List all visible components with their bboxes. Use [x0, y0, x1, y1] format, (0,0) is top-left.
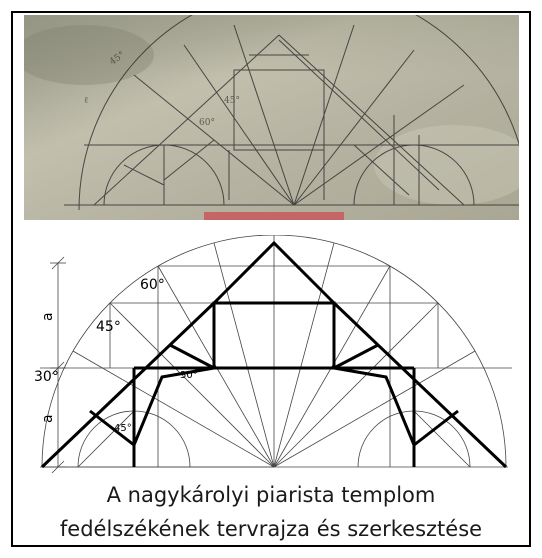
left-brace — [89, 366, 215, 448]
angle-label-60: 60° — [140, 277, 165, 293]
construction-lines — [40, 235, 512, 474]
svg-text:ℓ: ℓ — [84, 96, 88, 106]
right-brace — [333, 366, 459, 448]
svg-text:45°: 45° — [224, 96, 240, 106]
outer-semicircle — [41, 235, 507, 468]
figure-caption: A nagykárolyi piarista templom fedélszék… — [30, 478, 512, 546]
angle-label-45-inner: 45° — [114, 423, 132, 434]
angle-label-30: 30° — [34, 369, 59, 385]
historic-plan-photo: 45° 45° 60° ℓ — [24, 15, 519, 220]
caption-line-2: fedélszékének tervrajza és szerkesztése — [59, 517, 483, 541]
angle-label-45: 45° — [96, 319, 121, 335]
dimension-label-upper: a — [40, 312, 56, 321]
angle-label-30-inner: 30° — [180, 370, 198, 381]
truss-members — [40, 240, 508, 469]
svg-text:60°: 60° — [199, 118, 215, 128]
caption-line-1: A nagykárolyi piarista templom — [106, 483, 436, 507]
dimension-label-lower: a — [40, 414, 56, 423]
roof-truss-construction-diagram: 60° 45° 30° 30° 45° a a — [30, 235, 512, 480]
